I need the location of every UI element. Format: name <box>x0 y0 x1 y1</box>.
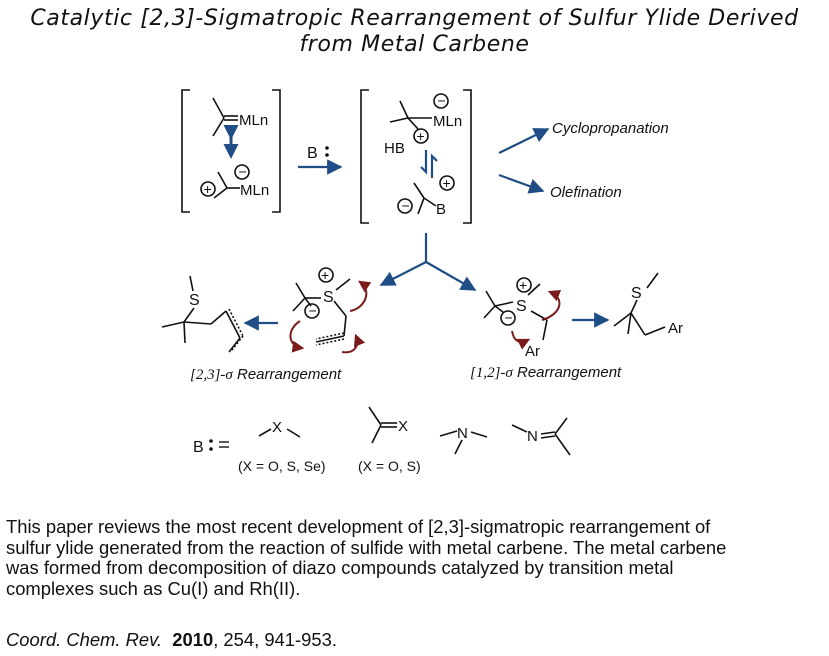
abstract-line-2: sulfur ylide generated from the reaction… <box>6 536 727 558</box>
homoallyl-sulfide-product <box>161 275 244 353</box>
equals-sign <box>219 441 229 448</box>
n-label-2: N <box>527 428 538 445</box>
mln-top-label: MLn <box>239 112 268 129</box>
cyclopropanation-arrow <box>498 128 550 154</box>
plus-charge-upper: + <box>417 128 425 144</box>
olefination-arrow <box>498 173 545 194</box>
branch-arrow <box>379 233 477 291</box>
minus-charge: − <box>239 164 247 180</box>
abstract-line-4: complexes such as Cu(I) and Rh(II). <box>6 577 301 599</box>
x-options-1: (X = O, S, Se) <box>238 458 326 474</box>
citation-rest: , 254, 941-953. <box>213 629 337 650</box>
minus-charge-lower: − <box>402 198 410 214</box>
ether-structure <box>258 428 301 438</box>
ylide-lower <box>397 175 455 215</box>
x-label-2: X <box>398 418 408 435</box>
abstract: This paper reviews the most recent devel… <box>6 516 826 599</box>
sigma-12: σ <box>505 365 513 381</box>
sigma-23: σ <box>225 367 233 383</box>
s-label-23: S <box>323 289 334 306</box>
hb-label: HB <box>384 140 405 157</box>
rearrangement-12-label: [1,2]-σ Rearrangement <box>470 364 622 381</box>
rearr-23-word: Rearrangement <box>233 366 342 383</box>
metal-carbene-double <box>212 97 238 137</box>
curved-arrows-12 <box>511 290 562 350</box>
ylide-upper <box>389 93 449 144</box>
rearr-12-prefix: [1,2]- <box>470 365 505 381</box>
x-options-2: (X = O, S) <box>358 458 421 474</box>
metal-carbene-bracket <box>181 89 281 213</box>
abstract-line-3: was formed from decomposition of diazo c… <box>6 557 674 578</box>
mln-bottom-label: MLn <box>240 182 269 199</box>
s-label-product-12: S <box>631 285 642 302</box>
carbonyl-structure <box>368 406 397 444</box>
s-label-12: S <box>516 298 527 315</box>
reaction-scheme: MLn − + MLn B − <box>161 89 683 474</box>
minus-charge-s12: − <box>505 310 513 326</box>
base-colon <box>325 146 329 157</box>
plus-charge-lower: + <box>443 175 451 191</box>
mln-ylide-label: MLn <box>433 113 462 130</box>
citation-year: 2010 <box>172 629 214 650</box>
n-label-1: N <box>457 425 468 442</box>
base-reagent-label: B <box>307 145 318 162</box>
olefination-label: Olefination <box>550 184 622 201</box>
cyclopropanation-label: Cyclopropanation <box>552 120 669 137</box>
curved-arrows-23 <box>289 280 372 354</box>
minus-charge-upper: − <box>438 93 446 109</box>
plus-charge-s12: + <box>519 277 527 293</box>
b-definition-label: B <box>193 439 204 456</box>
benzyl-sulfonium-ylide <box>483 277 548 341</box>
stevens-product <box>613 272 666 336</box>
rearr-12-word: Rearrangement <box>513 364 622 381</box>
ar-label-ylide: Ar <box>525 343 540 360</box>
citation: Coord. Chem. Rev. 2010, 254, 941-953. <box>6 629 337 651</box>
imine-structure <box>511 417 571 456</box>
plus-charge: + <box>204 181 212 197</box>
ylide-bracket <box>360 89 472 224</box>
title-line-1: Catalytic [2,3]-Sigmatropic Rearrangemen… <box>30 6 799 31</box>
x-label-1: X <box>272 419 282 436</box>
b-label: B <box>436 201 446 218</box>
allyl-sulfonium-ylide <box>292 267 351 346</box>
b-definition-colon <box>209 439 213 451</box>
s-label-product-23: S <box>189 292 200 309</box>
rearr-23-prefix: [2,3]- <box>190 367 225 383</box>
ar-label-product: Ar <box>668 320 683 337</box>
abstract-line-1: This paper reviews the most recent devel… <box>6 516 711 537</box>
citation-journal: Coord. Chem. Rev. <box>6 629 163 650</box>
metal-carbenoid <box>200 164 250 199</box>
rearrangement-23-label: [2,3]-σ Rearrangement <box>190 366 342 383</box>
amine-structure <box>439 430 488 455</box>
minus-charge-s23: − <box>309 303 317 319</box>
plus-charge-s23: + <box>321 267 329 283</box>
title-line-2: from Metal Carbene <box>299 32 530 57</box>
equilibrium-arrows <box>420 150 438 178</box>
